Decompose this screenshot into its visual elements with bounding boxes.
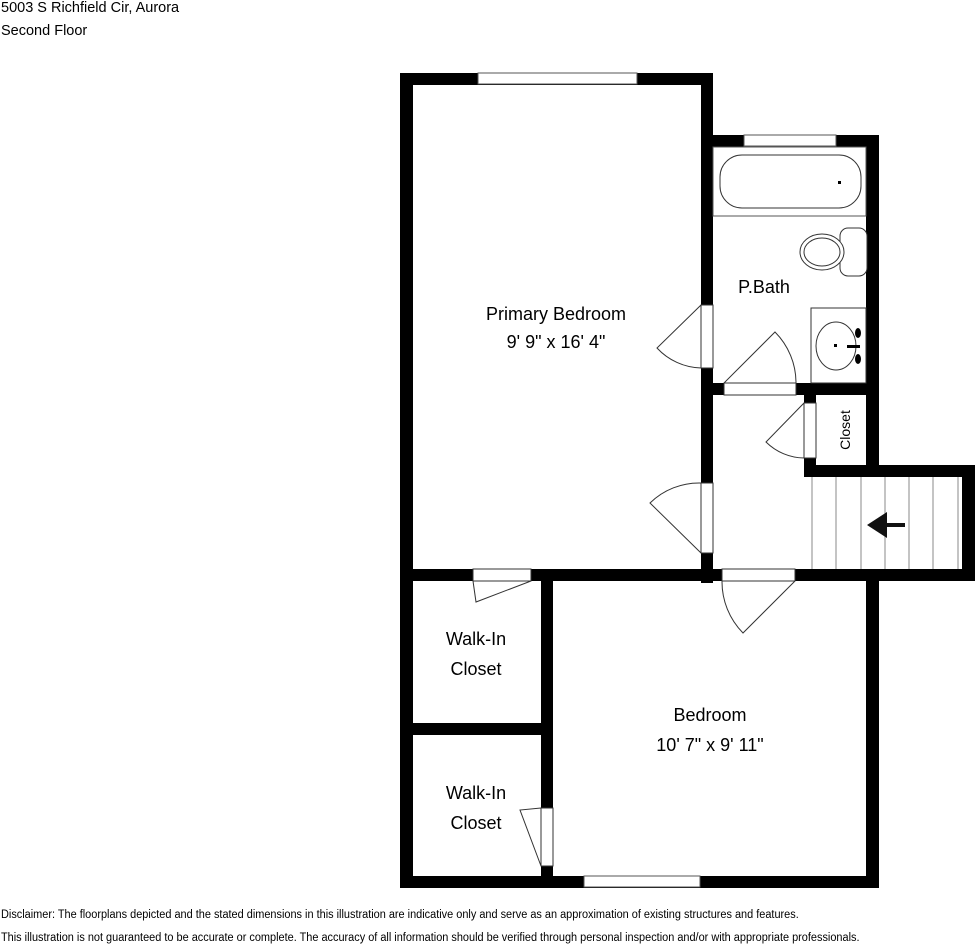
door-bedroom (721, 568, 796, 582)
wall-bath-right (866, 135, 879, 475)
walkin-closet-1-line1: Walk-In (446, 629, 506, 649)
faucet-handle-top (855, 328, 861, 338)
door-primary-upper (700, 304, 714, 369)
walls (400, 73, 975, 888)
wall-stair-right (962, 465, 975, 580)
door-walkin-1 (472, 568, 532, 582)
tub-drain (838, 181, 841, 184)
sink-drain (834, 344, 837, 347)
wall-left-outer (400, 73, 413, 888)
window-primary-top (477, 72, 638, 85)
walkin-closet-1-line2: Closet (450, 659, 501, 679)
bathtub (719, 154, 862, 209)
closet-label: Closet (837, 410, 853, 450)
bedroom-dimensions: 10' 7" x 9' 11" (656, 735, 763, 755)
door-primary-lower (700, 482, 714, 554)
wall-stair-top (804, 465, 974, 477)
toilet-bowl-inner (803, 237, 841, 267)
window-bath-top (743, 134, 837, 147)
door-swing-bath (723, 331, 797, 384)
disclaimer-line-2: This illustration is not guaranteed to b… (1, 932, 860, 944)
walkin-closet-2-line1: Walk-In (446, 783, 506, 803)
bedroom-label: Bedroom (673, 705, 746, 725)
disclaimer-line-1: Disclaimer: The floorplans depicted and … (1, 909, 799, 921)
door-walkin-2 (540, 807, 554, 867)
arrow-left-icon (867, 512, 905, 538)
faucet (847, 345, 860, 348)
primary-bedroom-dimensions: 9' 9" x 16' 4" (507, 332, 606, 352)
door-swing-closet (765, 402, 805, 459)
door-swing-walkin-2 (519, 807, 542, 867)
floor-label: Second Floor (1, 23, 88, 39)
door-swing-primary-upper (656, 304, 702, 369)
property-address: 5003 S Richfield Cir, Aurora (1, 0, 180, 16)
wall-walkin-divider (400, 723, 553, 735)
wall-bedroom-right (866, 569, 879, 888)
walkin-closet-2-line2: Closet (450, 813, 501, 833)
door-swing-primary-lower (649, 482, 702, 554)
door-swing-walkin-1 (472, 580, 532, 603)
window-bedroom-bottom (583, 875, 701, 888)
primary-bedroom-label: Primary Bedroom (486, 304, 626, 324)
faucet-handle-bottom (855, 354, 861, 364)
primary-bath-label: P.Bath (738, 277, 790, 297)
door-swing-bedroom (721, 580, 796, 634)
door-closet (803, 402, 817, 459)
door-bath (723, 382, 797, 396)
